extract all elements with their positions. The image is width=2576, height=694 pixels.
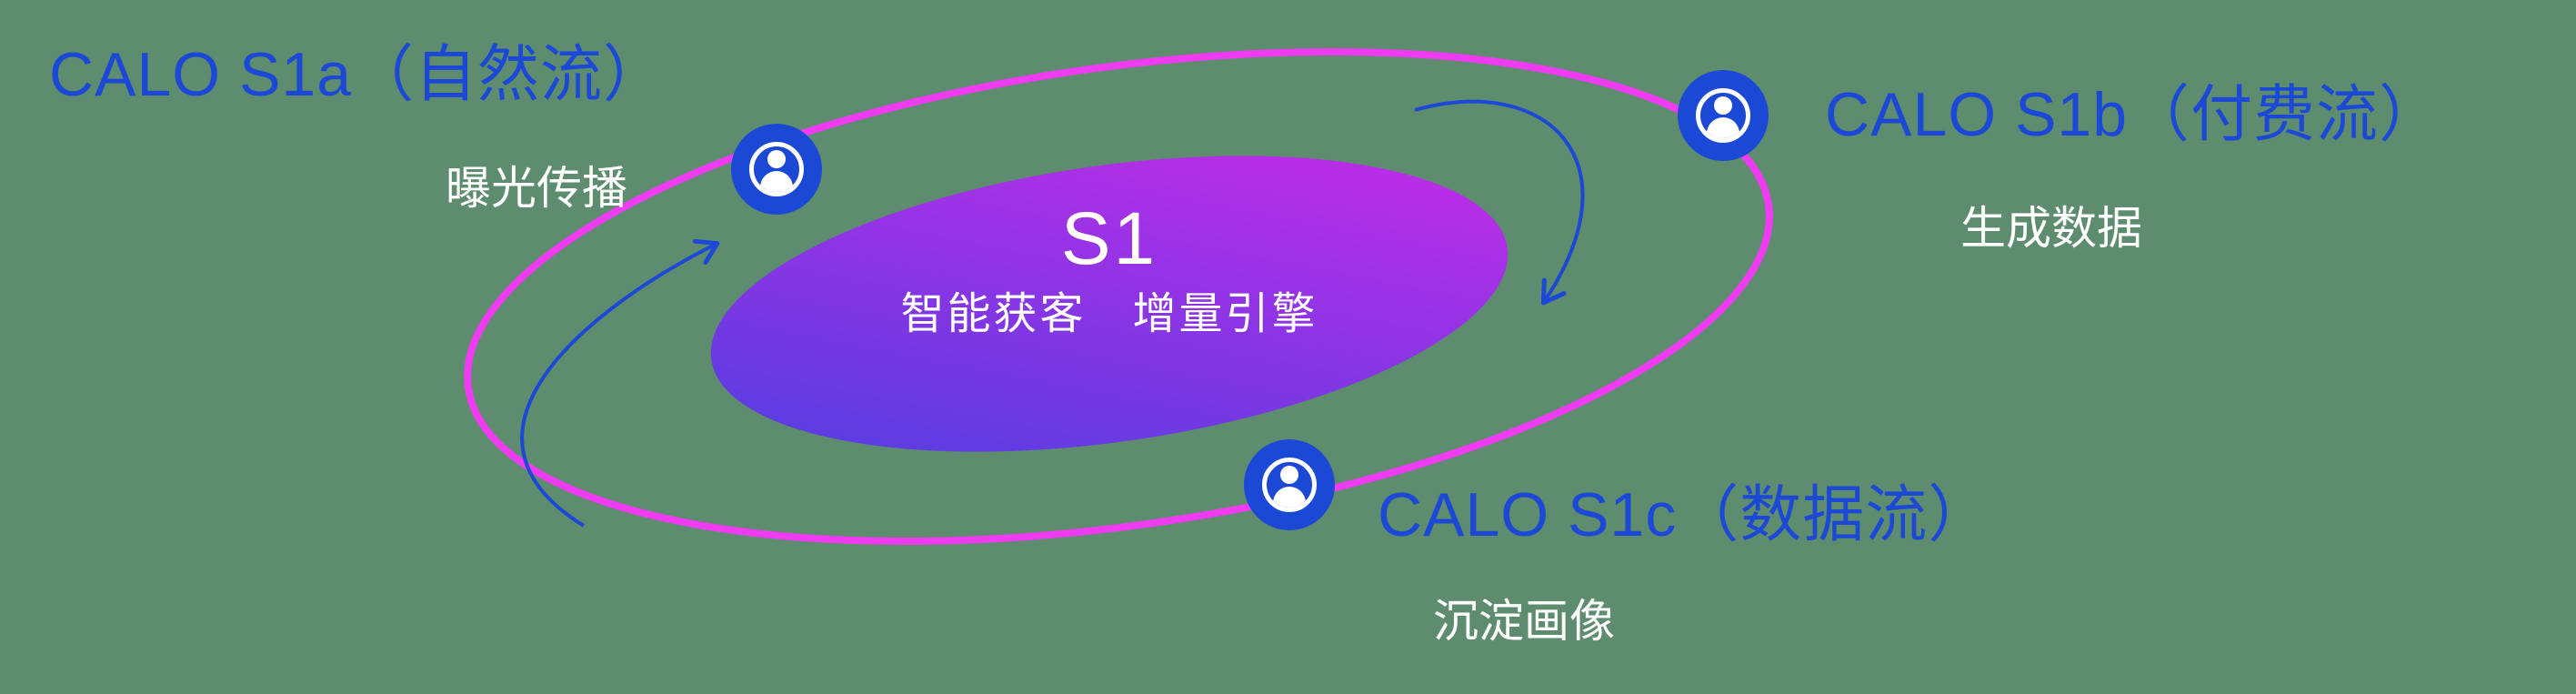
user-icon xyxy=(1244,439,1335,530)
user-icon-body xyxy=(1707,117,1739,138)
node-label-calo-s1a: CALO S1a（自然流） xyxy=(49,40,667,109)
core-subtitle: 智能获客 增量引擎 xyxy=(900,290,1318,338)
user-icon-head xyxy=(767,150,786,168)
core-text-block: S1 智能获客 增量引擎 xyxy=(900,202,1318,337)
node-sublabel-calo-s1c: 沉淀画像 xyxy=(1433,596,1615,647)
user-icon-ring xyxy=(1262,458,1317,512)
user-icon-head xyxy=(1280,466,1298,484)
user-icon-body xyxy=(760,171,793,192)
user-icon-ring xyxy=(1696,88,1750,143)
flow-arrow-right xyxy=(1414,99,1585,306)
user-icon-head xyxy=(1714,96,1732,115)
node-label-calo-s1b: CALO S1b（付费流） xyxy=(1825,80,2442,149)
node-label-calo-s1c: CALO S1c（数据流） xyxy=(1378,480,1991,549)
node-sublabel-calo-s1a: 曝光传播 xyxy=(446,163,627,214)
orbit-ring xyxy=(464,47,1773,546)
flow-arrow-left xyxy=(520,238,720,528)
core-title: S1 xyxy=(1060,197,1158,280)
user-icon-ring xyxy=(749,142,804,196)
user-icon xyxy=(731,124,822,215)
core-ellipse xyxy=(710,156,1509,452)
node-sublabel-calo-s1b: 生成数据 xyxy=(1960,203,2142,254)
user-icon-body xyxy=(1273,487,1306,508)
user-icon xyxy=(1678,70,1769,161)
